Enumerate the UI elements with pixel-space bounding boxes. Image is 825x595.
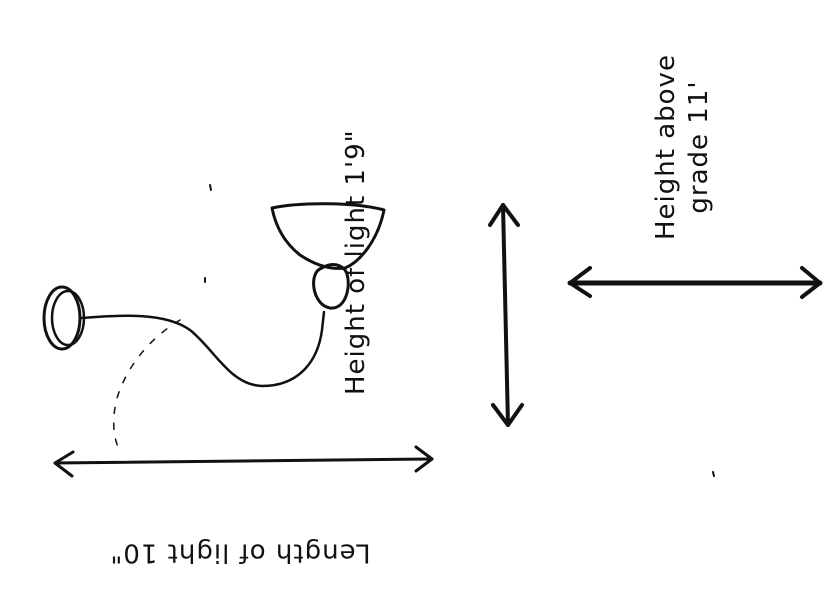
- gooseneck-arm: [80, 310, 326, 388]
- stray-mark: [712, 471, 715, 477]
- light-shade: [270, 202, 386, 270]
- wall-mount-plate: [42, 285, 86, 351]
- height-of-light-label: Height of light 1'9": [341, 129, 371, 395]
- swing-arc: [113, 319, 181, 453]
- length-of-light-label: Length of light 10": [109, 537, 371, 568]
- light-socket: [312, 263, 350, 310]
- height-above-grade-label: Height above grade 11': [650, 54, 715, 240]
- height-of-light-arrow: [488, 203, 524, 427]
- length-of-light-arrow: [53, 445, 434, 478]
- height-above-grade-line1: Height above: [651, 54, 681, 240]
- stray-mark: [209, 184, 212, 191]
- height-above-grade-arrow: [567, 266, 823, 299]
- height-above-grade-line2: grade 11': [683, 80, 714, 214]
